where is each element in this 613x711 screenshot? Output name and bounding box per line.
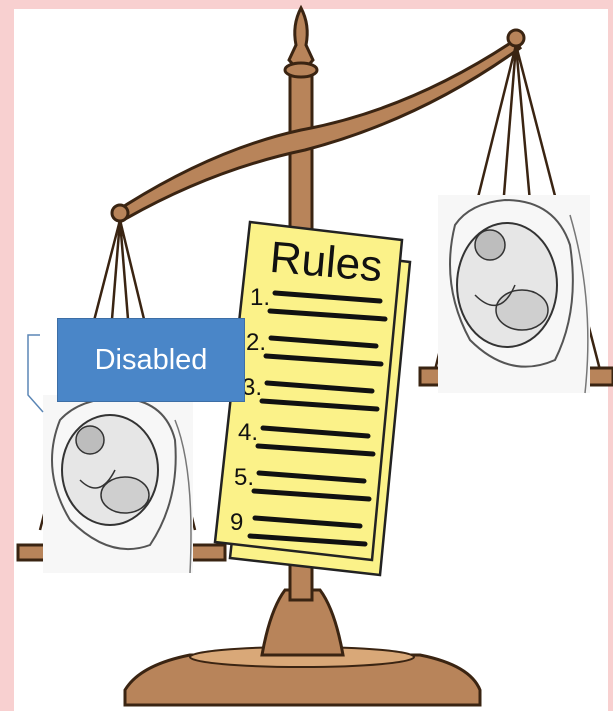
callout-bracket [28,335,43,412]
left-fetus-sketch [43,395,193,573]
rule-number: 9 [230,509,243,536]
scale-base [125,590,480,705]
rule-number: 3. [242,374,262,401]
rule-number: 5. [234,464,254,491]
rule-number: 1. [250,284,270,311]
disabled-label-text: Disabled [95,344,208,377]
right-fetus-sketch [438,195,590,393]
rules-title: Rules [268,233,384,292]
disabled-label-box: Disabled [57,318,245,402]
rule-number: 2. [246,329,266,356]
beam-left-knob [112,205,128,221]
beam-right-knob [508,30,524,46]
rule-number: 4. [238,419,258,446]
